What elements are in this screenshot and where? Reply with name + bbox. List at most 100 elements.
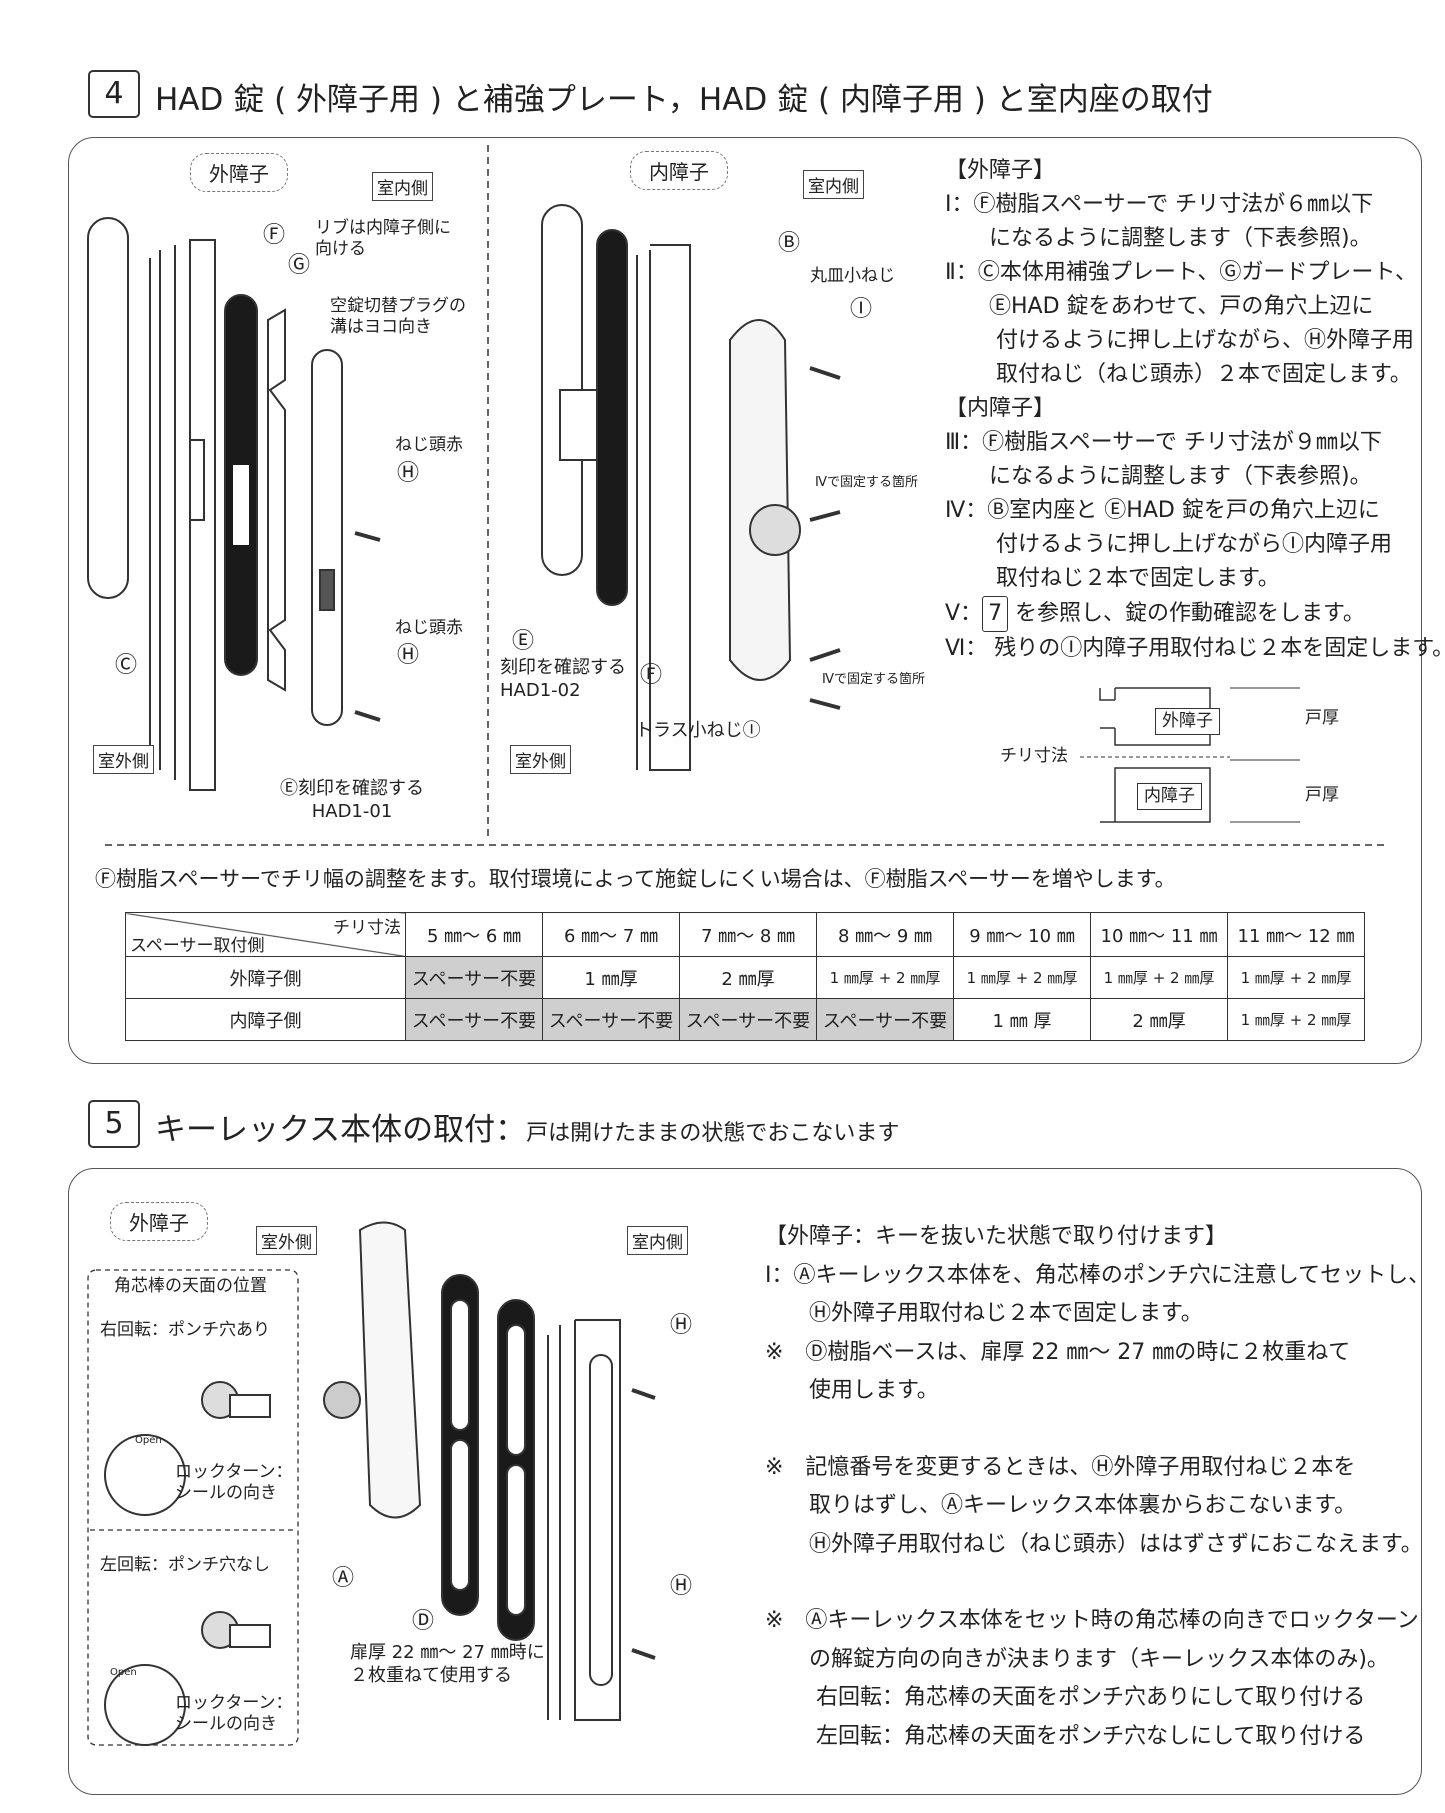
step-line: Ⅲ：Ⓕ樹脂スペーサーで チリ寸法が９㎜以下	[945, 430, 1382, 455]
fix-iv-note-2: Ⅳで固定する箇所	[822, 672, 925, 687]
pan-screw-note: 丸皿小ねじ	[810, 266, 895, 286]
step-line: 左回転：角芯棒の天面をポンチ穴なしにして取り付ける	[765, 1723, 1366, 1749]
table-cell: 1 ㎜厚 + 2 ㎜厚	[1227, 956, 1365, 999]
callout-h-5a: Ⓗ	[670, 1313, 693, 1338]
callout-f-inner: Ⓕ	[640, 663, 663, 688]
step-line: Ⓗ外障子用取付ねじ（ねじ頭赤）ははずさずにおこなえます。	[765, 1531, 1423, 1557]
step-line: ※ Ⓐキーレックス本体をセット時の角芯棒の向きでロックターン	[765, 1608, 1419, 1633]
table-cell: 1 ㎜ 厚	[953, 998, 1091, 1041]
callout-h-1: Ⓗ	[397, 461, 420, 486]
section-4-steps: 【外障子】 Ⅰ：Ⓕ樹脂スペーサーで チリ寸法が６㎜以下 になるように調整します（…	[945, 154, 1445, 666]
row-label: 内障子側	[125, 998, 406, 1041]
truss-screw-note: トラス小ねじⒾ	[635, 720, 761, 741]
table-cell: 2 ㎜厚	[1090, 998, 1228, 1041]
column-header: 7 ㎜〜 8 ㎜	[679, 912, 817, 957]
column-header: 8 ㎜〜 9 ㎜	[816, 912, 954, 957]
step-line: ⒺHAD 錠をあわせて、戸の角穴上辺に	[945, 294, 1374, 319]
table-cell: 1 ㎜厚 + 2 ㎜厚	[816, 956, 954, 999]
step-line: 取りはずし、Ⓐキーレックス本体裏からおこないます。	[765, 1493, 1357, 1518]
section-4-panel	[68, 137, 1422, 1064]
step-line-v: Ⅴ：7 を参照し、錠の作動確認をします。	[945, 596, 1445, 632]
sidebox-title: 角芯棒の天面の位置	[110, 1276, 271, 1298]
callout-b: Ⓑ	[778, 231, 801, 256]
step-line: 【外障子】	[945, 158, 1056, 183]
outer-sash-label-5: 外障子	[110, 1202, 208, 1241]
step-line: 取付ねじ（ねじ頭赤）２本で固定します。	[945, 362, 1412, 387]
spacer-note: Ⓕ樹脂スペーサーでチリ幅の調整をます。取付環境によって施錠しにくい場合は、Ⓕ樹脂…	[95, 867, 1176, 891]
resin-spacer-f-inner	[596, 229, 628, 606]
indoor-tag: 室内側	[372, 172, 433, 201]
step-line: 取付ねじ２本で固定します。	[945, 566, 1280, 591]
table-cell: スペーサー不要	[816, 998, 954, 1041]
step-line	[765, 1411, 1430, 1449]
column-header: 10 ㎜〜 11 ㎜	[1090, 912, 1228, 957]
dim-inner: 内障子	[1137, 783, 1202, 811]
had-lock-e	[311, 349, 343, 726]
screw-red-note-2: ねじ頭赤	[395, 618, 463, 638]
dim-clearance: チリ寸法	[1000, 746, 1068, 766]
door-frame-inner	[636, 244, 691, 771]
table-cell: スペーサー不要	[405, 956, 543, 999]
callout-e-inner: Ⓔ	[512, 629, 535, 654]
step-line: になるように調整します（下表参照)。	[945, 226, 1372, 251]
step-line: 右回転：角芯棒の天面をポンチ穴ありにして取り付ける	[765, 1685, 1366, 1710]
callout-c: Ⓒ	[115, 653, 138, 678]
step-line: Ⅰ：Ⓕ樹脂スペーサーで チリ寸法が６㎜以下	[945, 192, 1374, 217]
rockturn-note-1: ロックターン： シールの向き	[175, 1462, 293, 1504]
table-cell: スペーサー不要	[405, 998, 543, 1041]
table-row: 外障子側 スペーサー不要 1 ㎜厚 2 ㎜厚 1 ㎜厚 + 2 ㎜厚 1 ㎜厚 …	[125, 956, 1365, 999]
right-rotation: 右回転：ポンチ穴あり	[100, 1320, 270, 1340]
guard-plate-g	[267, 308, 286, 692]
dim-thickness-1: 戸厚	[1305, 708, 1339, 728]
step-line: になるように調整します（下表参照)。	[945, 464, 1372, 489]
corner-bottom: スペーサー取付側	[130, 936, 265, 956]
callout-f: Ⓕ	[263, 223, 286, 248]
callout-a: Ⓐ	[332, 1566, 355, 1591]
column-header: 5 ㎜〜 6 ㎜	[405, 912, 543, 957]
callout-h-2: Ⓗ	[397, 643, 420, 668]
table-cell: 2 ㎜厚	[679, 956, 817, 999]
step-line: 付けるように押し上げながら、Ⓗ外障子用	[945, 328, 1414, 353]
step-line: 【内障子】	[945, 396, 1056, 421]
step-line: 付けるように押し上げながらⒾ内障子用	[945, 532, 1392, 557]
callout-g: Ⓖ	[288, 253, 311, 278]
step-line: 【外障子：キーを抜いた状態で取り付けます】	[765, 1224, 1228, 1249]
table-row: 内障子側 スペーサー不要 スペーサー不要 スペーサー不要 スペーサー不要 1 ㎜…	[125, 998, 1365, 1041]
stamp-inner-note: 刻印を確認する HAD1-02	[500, 657, 626, 701]
step-line: Ⅳ：Ⓑ室内座と ⒺHAD 錠を戸の角穴上辺に	[945, 498, 1380, 523]
stamp-outer-note: Ⓔ刻印を確認する HAD1-01	[280, 778, 424, 822]
callout-d: Ⓓ	[412, 1609, 435, 1634]
section-5-steps: 【外障子：キーを抜いた状態で取り付けます】 Ⅰ：Ⓐキーレックス本体を、角芯棒のポ…	[765, 1218, 1430, 1756]
outdoor-tag-5: 室外側	[256, 1226, 317, 1255]
step-line: の解錠方向の向きが決まります（キーレックス本体のみ)。	[765, 1646, 1389, 1672]
ref-step-7: 7	[982, 596, 1009, 632]
left-rotation: 左回転：ポンチ穴なし	[100, 1555, 270, 1575]
fix-iv-note-1: Ⅳで固定する箇所	[815, 475, 918, 490]
indoor-escutcheon-b	[729, 319, 792, 681]
step-line: Ⅱ：Ⓒ本体用補強プレート、Ⓖガードプレート、	[945, 260, 1417, 285]
clearance-diagram	[1099, 687, 1211, 823]
door-frame-outer	[149, 239, 216, 791]
dim-outer: 外障子	[1155, 708, 1220, 736]
spacer-note-5: 扉厚 22 ㎜〜 27 ㎜時に ２枚重ねて使用する	[350, 1642, 545, 1686]
step-number-4: 4	[88, 70, 140, 118]
step-line: Ⓗ外障子用取付ねじ２本で固定します。	[765, 1301, 1203, 1326]
inner-sash-label: 内障子	[630, 151, 728, 190]
rockturn-left	[104, 1664, 186, 1746]
column-header: 9 ㎜〜 10 ㎜	[953, 912, 1091, 957]
indoor-tag-inner: 室内側	[803, 170, 864, 199]
corner-top: チリ寸法	[333, 918, 401, 938]
thumb-knob	[749, 504, 801, 556]
dim-thickness-2: 戸厚	[1305, 785, 1339, 805]
section-5-title: キーレックス本体の取付：戸は開けたままの状態でおこないます	[155, 1104, 899, 1149]
open-label-1: Open	[135, 1435, 162, 1446]
table-cell: 1 ㎜厚	[542, 956, 680, 999]
outdoor-tag-inner: 室外側	[510, 745, 571, 774]
section-4-title: HAD 錠 ( 外障子用 ) と補強プレート，HAD 錠 ( 内障子用 ) と室…	[155, 82, 1213, 118]
rockturn-note-2: ロックターン： シールの向き	[175, 1693, 293, 1735]
table-cell: 1 ㎜厚 + 2 ㎜厚	[953, 956, 1091, 999]
step-line: ※ 記憶番号を変更するときは、Ⓗ外障子用取付ねじ２本を	[765, 1454, 1356, 1480]
open-label-2: Open	[110, 1667, 137, 1678]
corner-cell: チリ寸法 スペーサー取付側	[125, 912, 406, 957]
